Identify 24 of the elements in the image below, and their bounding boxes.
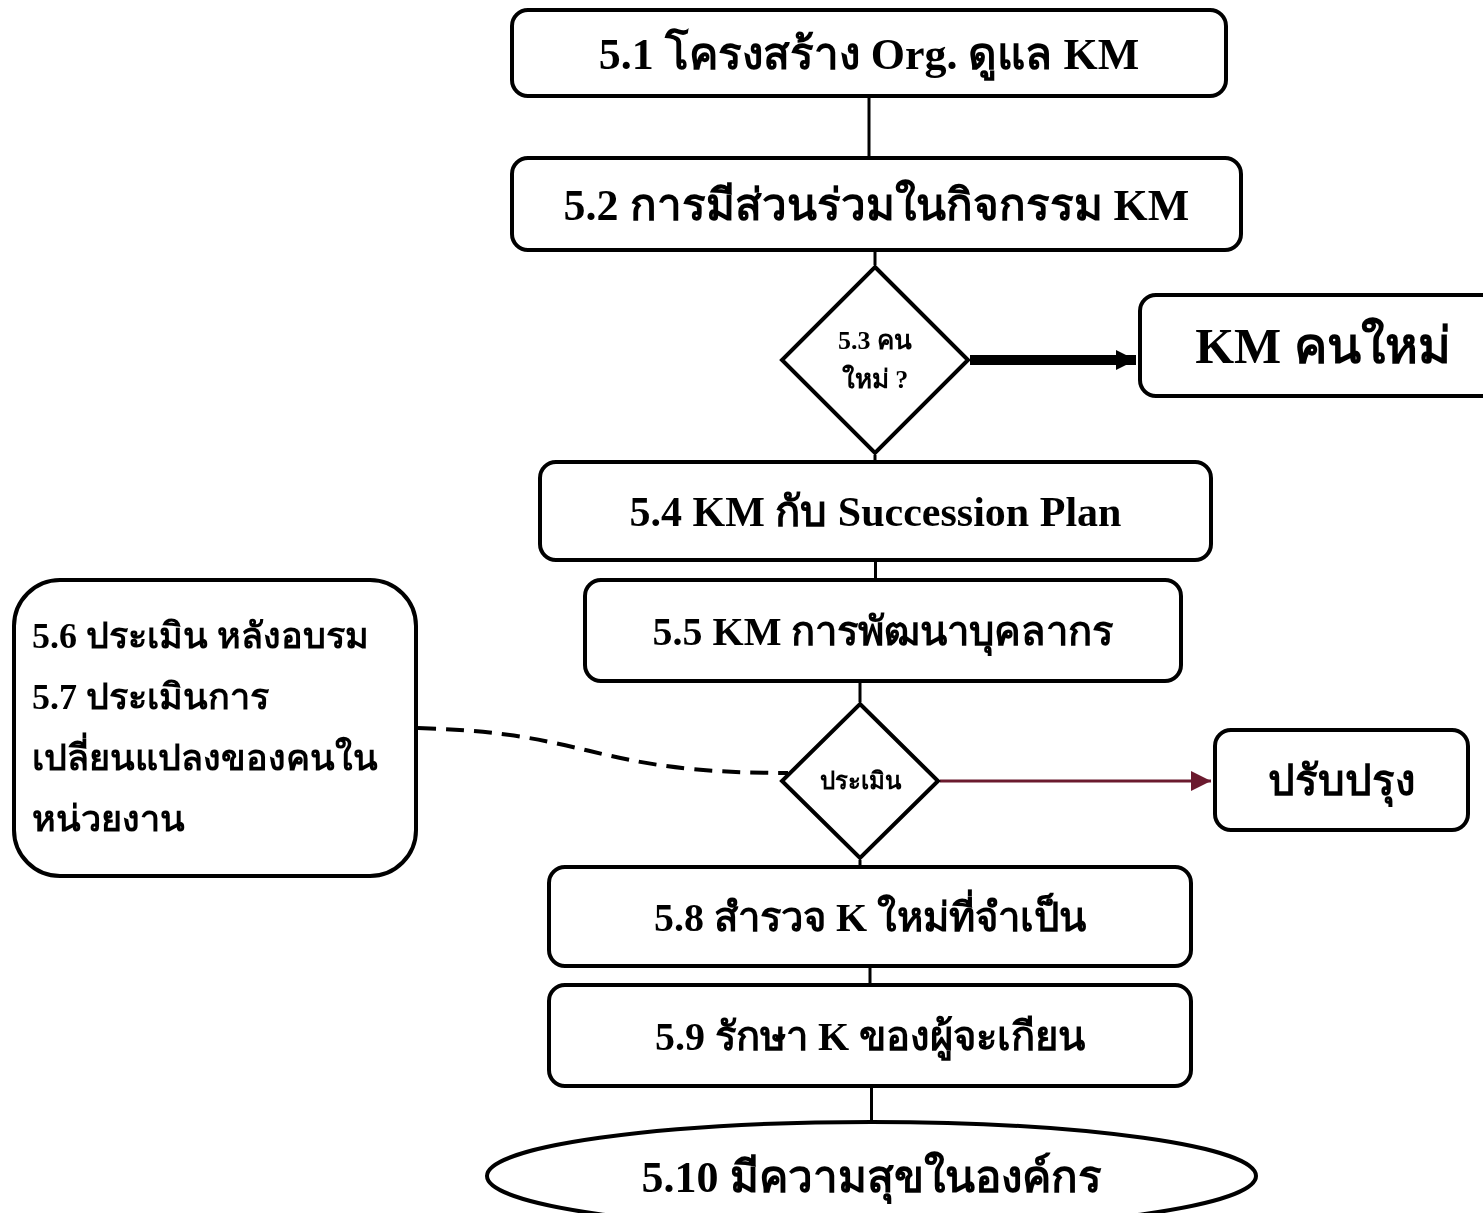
process-box: 5.2 การมีส่วนร่วมในกิจกรรม KM [510,156,1243,252]
process-box: 5.5 KM การพัฒนาบุคลากร [583,578,1183,683]
connector-line [873,455,877,460]
note-text: 5.6 ประเมิน หลังอบรม [32,614,370,658]
connector-line [873,252,877,265]
process-box: 5.4 KM กับ Succession Plan [538,460,1213,562]
process-box: ปรับปรุง [1213,728,1470,832]
arrow [970,350,1136,370]
decision-diamond: 5.3 คนใหม่ ? [780,265,970,455]
process-box: 5.1 โครงสร้าง Org. ดูแล KM [510,8,1228,98]
note-text: 5.7 ประเมินการเปลี่ยนแปลงของคนในหน่วยงาน [32,675,379,842]
decision-diamond: ประเมิน [780,702,940,860]
process-box [12,578,418,878]
connector-line [867,98,871,156]
connector-line [874,562,877,578]
process-box: 5.8 สำรวจ K ใหม่ที่จำเป็น [547,865,1193,968]
connector-line [858,683,862,702]
connector-line [858,860,862,865]
connector-line [868,968,872,983]
connector-line [870,1088,873,1120]
process-box: 5.9 รักษา K ของผู้จะเกียน [547,983,1193,1088]
arrow [940,771,1211,791]
connector-line [417,726,789,775]
process-box: KM คนใหม่ [1138,293,1483,398]
